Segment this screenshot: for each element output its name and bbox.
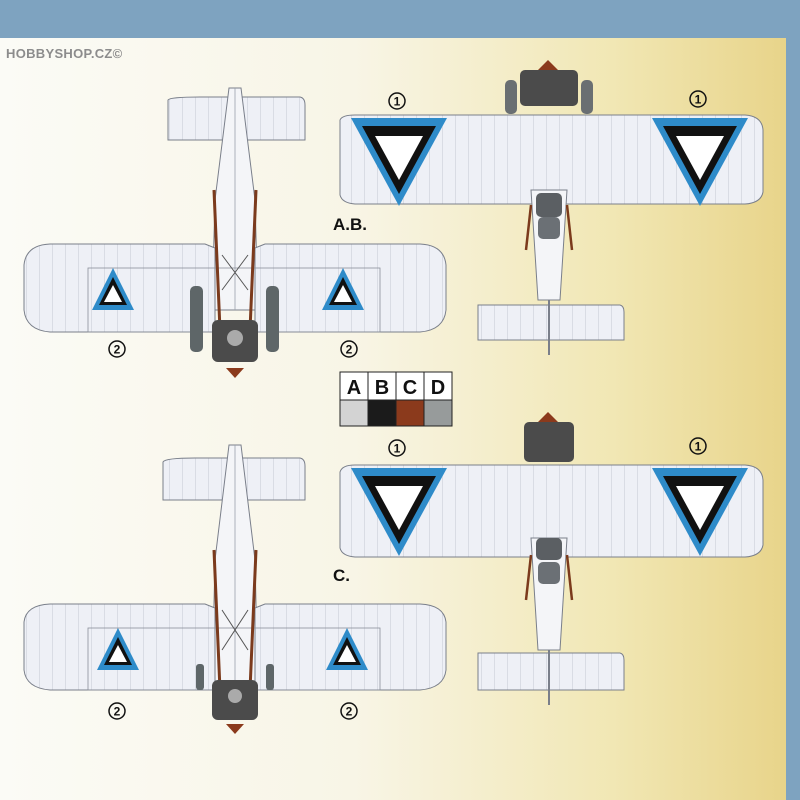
ab-wheel-right — [266, 286, 279, 352]
color-chart-letter-box — [395, 371, 425, 401]
c-upper-marker-left: 1 — [388, 439, 406, 457]
c-upper-roundel-left — [351, 468, 447, 556]
svg-text:2: 2 — [346, 343, 353, 357]
color-chart-letter: A — [347, 377, 361, 399]
c-upper-wing — [339, 464, 764, 558]
view-label-c: C. — [333, 566, 350, 585]
c-lower-roundel-left — [97, 628, 139, 670]
svg-text:2: 2 — [114, 705, 121, 719]
c-lower-roundel-right — [326, 628, 368, 670]
color-chart-letter-box — [423, 371, 453, 401]
ab-upper-view: 1 1 — [339, 60, 764, 355]
ab-lower-marker-left: 2 — [108, 340, 126, 358]
c-underside-view: 2 2 — [23, 444, 447, 734]
ab-upper-marker-right: 1 — [689, 90, 707, 108]
ab-lower-marker-right: 2 — [340, 340, 358, 358]
svg-text:1: 1 — [394, 95, 401, 109]
c-upper-tailplane — [477, 652, 625, 691]
ab-underside-view: 2 2 — [23, 87, 447, 378]
c-upper-engine — [524, 422, 574, 462]
color-chart-swatch — [395, 399, 425, 427]
svg-text:1: 1 — [695, 93, 702, 107]
color-chart-letter: C — [403, 377, 417, 399]
color-chart-swatch — [339, 399, 369, 427]
ab-wheel-left — [190, 286, 203, 352]
color-chart-letter: D — [431, 377, 445, 399]
ab-upper-tailplane — [477, 304, 625, 341]
ab-lower-roundel-right — [322, 268, 364, 310]
svg-text:1: 1 — [695, 440, 702, 454]
c-lower-tailplane-left — [162, 457, 231, 501]
ab-upper-engine — [520, 70, 578, 106]
ab-upper-roundel-left — [351, 118, 447, 206]
svg-text:2: 2 — [114, 343, 121, 357]
svg-text:2: 2 — [346, 705, 353, 719]
color-chart-swatch — [367, 399, 397, 427]
watermark: HOBBYSHOP.CZ© — [6, 46, 123, 61]
color-chart-letter-box — [367, 371, 397, 401]
color-chart-letter: B — [375, 377, 389, 399]
svg-text:1: 1 — [394, 442, 401, 456]
ab-upper-fuselage — [530, 189, 568, 301]
color-chart-swatch — [423, 399, 453, 427]
c-lower-tailplane-right — [239, 457, 306, 501]
c-lower-marker-left: 2 — [108, 702, 126, 720]
ab-lower-roundel-left — [92, 268, 134, 310]
c-upper-view: 1 1 — [339, 412, 764, 705]
c-lower-marker-right: 2 — [340, 702, 358, 720]
ab-upper-roundel-right — [652, 118, 748, 206]
ab-lower-tailplane-left — [167, 96, 231, 141]
c-upper-marker-right: 1 — [689, 437, 707, 455]
ab-upper-marker-left: 1 — [388, 92, 406, 110]
ab-upper-wing — [339, 114, 764, 205]
view-label-ab: A.B. — [333, 215, 367, 234]
ab-lower-tailplane-right — [239, 96, 306, 141]
c-upper-roundel-right — [652, 468, 748, 556]
